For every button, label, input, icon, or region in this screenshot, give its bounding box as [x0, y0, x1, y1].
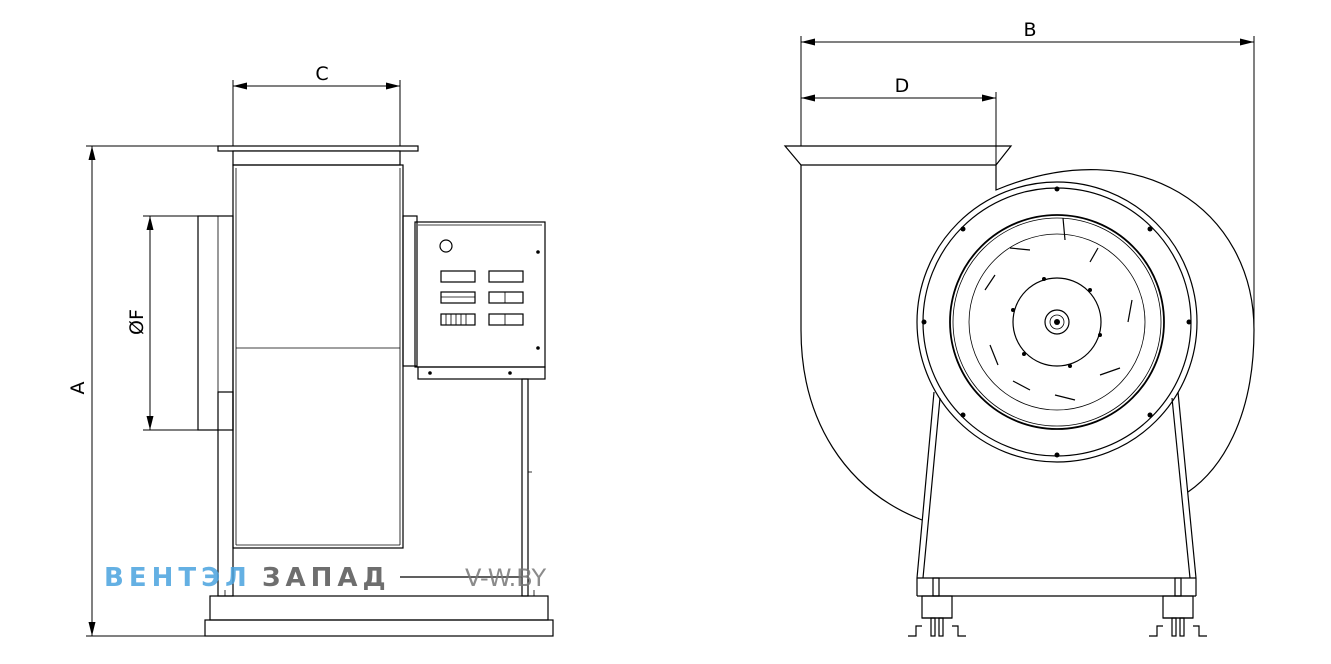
dimension-c-label: C [315, 63, 328, 85]
dimension-f [143, 215, 198, 431]
dimension-f-label: ØF [126, 309, 148, 335]
dimension-c [232, 80, 401, 146]
dimension-a-label: A [67, 382, 89, 395]
dimension-d-label: D [895, 75, 910, 97]
front-view [783, 145, 1255, 637]
watermark-brand-part2: ЗАПАД [262, 563, 391, 593]
watermark-brand-part1: ВЕНТЭЛ [104, 563, 252, 593]
dimension-a [86, 145, 218, 637]
dimension-b [800, 36, 1255, 330]
watermark-url: V-W.BY [465, 564, 546, 592]
side-view [197, 145, 554, 637]
dimension-d [801, 92, 997, 165]
dimension-b-label: B [1023, 19, 1036, 41]
watermark: ВЕНТЭЛ ЗАПАД V-W.BY [104, 563, 546, 593]
